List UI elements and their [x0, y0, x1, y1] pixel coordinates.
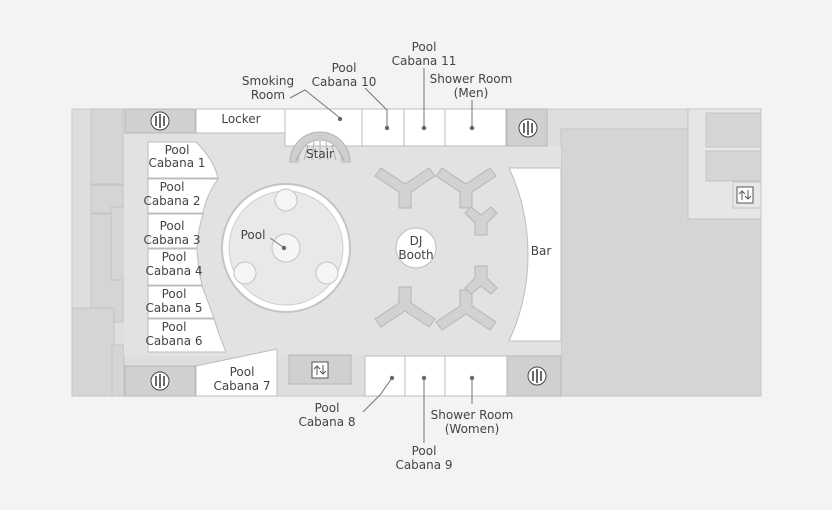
pool-cabana-3-label-line2: Cabana 3	[143, 233, 200, 247]
pool-cabana-6-label-line1: Pool	[162, 320, 187, 334]
elevator-icon	[311, 361, 329, 379]
pool-cabana-8-room	[364, 355, 406, 397]
elevator-icon	[736, 186, 754, 204]
pool-cabana-5-label-line1: Pool	[162, 287, 187, 301]
pool-cabana-4-room	[147, 248, 203, 286]
stair-label: Stair	[306, 147, 334, 161]
pool-cabana-5-label-line2: Cabana 5	[145, 301, 202, 315]
smoking-room-label-line1: Smoking	[242, 74, 294, 88]
pool-cabana-8-label-line1: Pool	[315, 401, 340, 415]
shower-room-women-label-line2: (Women)	[445, 422, 500, 436]
pool-cabana-4-label-line1: Pool	[162, 250, 187, 264]
shower-room-women-room	[444, 355, 508, 397]
pool-cabana-2-label-line2: Cabana 2	[143, 194, 200, 208]
pool-cabana-2-label-line1: Pool	[160, 180, 185, 194]
smoking-room-label-line2: Room	[251, 88, 285, 102]
pool-cabana-6-room	[147, 318, 227, 353]
pool-cabana-6-label-line2: Cabana 6	[145, 334, 202, 348]
shower-room-women-label-line1: Shower Room	[431, 408, 514, 422]
pool-cabana-7-label-line2: Cabana 7	[213, 379, 270, 393]
restroom-icon	[150, 371, 170, 391]
right-room-block	[705, 150, 762, 182]
marker-dots	[281, 116, 475, 381]
seating-modules	[374, 167, 498, 331]
pool-cabana-5-room	[147, 285, 215, 319]
pool-cabana-1-room	[147, 141, 219, 179]
pool-cabana-7-label-line1: Pool	[230, 365, 255, 379]
right-room-block	[705, 112, 762, 148]
dj-booth	[395, 227, 437, 269]
dj-booth-label-line2: Booth	[398, 248, 433, 262]
pool-cabana-10-label-line1: Pool	[332, 61, 357, 75]
left-wall-block	[111, 344, 125, 397]
restroom-bottom-left	[124, 365, 196, 397]
pool-cabana-1-label-line2: Cabana 1	[148, 156, 205, 170]
left-wall-block	[71, 307, 115, 397]
shower-room-men-label-line2: (Men)	[454, 86, 489, 100]
shower-room-men-room	[444, 108, 507, 147]
locker-label: Locker	[221, 112, 260, 126]
pool-cabana-11-label-line1: Pool	[412, 40, 437, 54]
pool-cabana-10-label-line2: Cabana 10	[312, 75, 377, 89]
pool-cabana-1-label-line1: Pool	[165, 143, 190, 157]
stair	[289, 131, 351, 163]
pool-cabana-11-label-line2: Cabana 11	[392, 54, 457, 68]
restroom-icon	[527, 366, 547, 386]
locker-room	[195, 108, 286, 134]
leader-lines	[269, 68, 473, 443]
pool-cabana-3-label-line1: Pool	[160, 219, 185, 233]
pool-cabana-9-label-line1: Pool	[412, 444, 437, 458]
bar-counter	[508, 167, 562, 342]
shower-room-men-label-line1: Shower Room	[430, 72, 513, 86]
pool-label: Pool	[241, 228, 266, 242]
restroom-icon	[150, 111, 170, 131]
pool-cabana-10-room	[361, 108, 405, 147]
bar-label: Bar	[531, 244, 552, 258]
left-wall-block	[90, 184, 124, 214]
pool-cabana-2-room	[147, 178, 219, 214]
restroom-icon	[518, 118, 538, 138]
left-wall-block	[90, 108, 124, 185]
dj-booth-label-line1: DJ	[410, 234, 423, 248]
pool-cabana-9-label-line2: Cabana 9	[395, 458, 452, 472]
pool-cabana-8-label-line2: Cabana 8	[298, 415, 355, 429]
pool-cabana-3-room	[147, 213, 204, 249]
pool-cabana-4-label-line2: Cabana 4	[145, 264, 202, 278]
pool-cabana-7-room	[195, 348, 278, 397]
pool-cabana-9-room	[404, 355, 446, 397]
left-cabanas	[147, 141, 227, 353]
